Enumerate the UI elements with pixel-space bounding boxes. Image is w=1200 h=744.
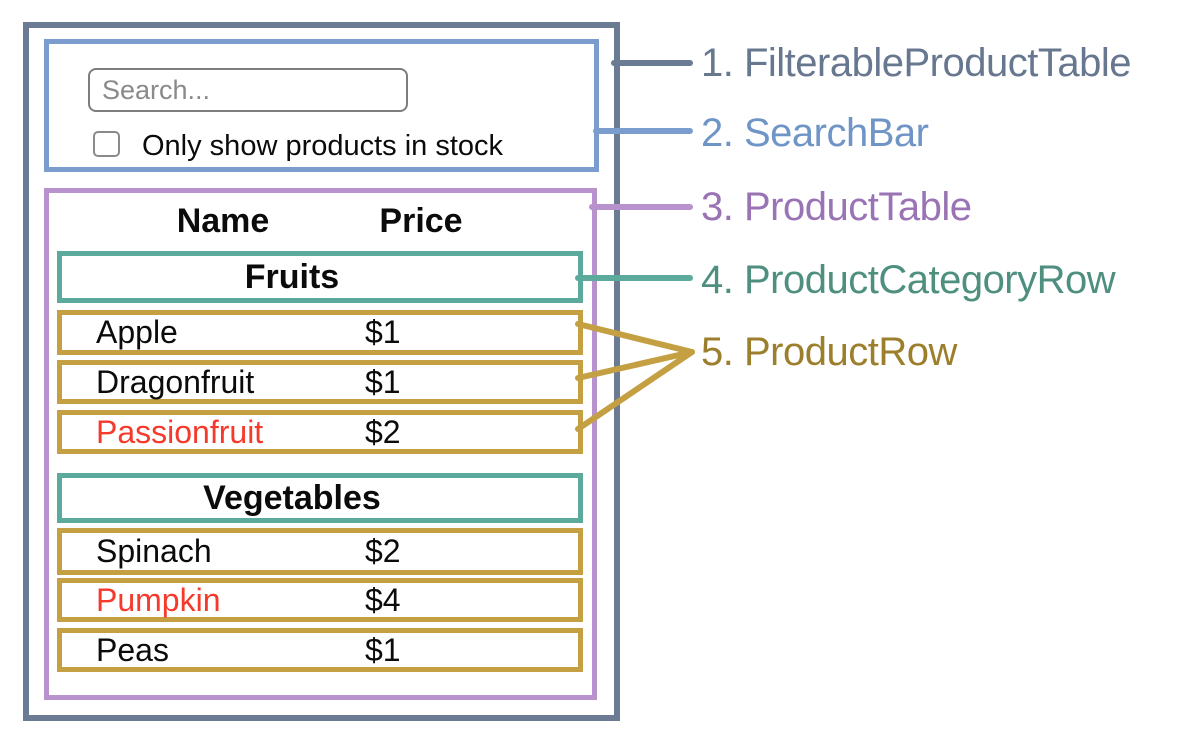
product-price: $2 bbox=[365, 413, 401, 450]
product-price: $2 bbox=[365, 533, 401, 569]
product-row: Apple $1 bbox=[57, 310, 583, 355]
in-stock-checkbox-label: Only show products in stock bbox=[142, 130, 504, 162]
column-header-price: Price bbox=[379, 202, 463, 240]
product-row: Passionfruit $2 bbox=[57, 410, 583, 454]
product-row: Peas $1 bbox=[57, 628, 583, 672]
product-name: Spinach bbox=[96, 533, 212, 569]
product-row: Spinach $2 bbox=[57, 528, 583, 575]
product-name: Dragonfruit bbox=[96, 363, 255, 400]
product-price: $4 bbox=[365, 581, 401, 618]
product-category-row: Fruits bbox=[57, 251, 583, 303]
product-price: $1 bbox=[365, 314, 401, 350]
product-row: Dragonfruit $1 bbox=[57, 360, 583, 404]
category-caption: Fruits bbox=[244, 257, 340, 296]
product-name-out-of-stock: Pumpkin bbox=[96, 581, 221, 618]
product-price: $1 bbox=[365, 631, 401, 668]
column-header-name: Name bbox=[176, 202, 270, 240]
legend-label-search-bar: 2. SearchBar bbox=[701, 111, 929, 155]
product-row: Pumpkin $4 bbox=[57, 578, 583, 622]
search-input[interactable] bbox=[88, 68, 408, 112]
legend-label-product-category-row: 4. ProductCategoryRow bbox=[701, 258, 1116, 302]
product-name-out-of-stock: Passionfruit bbox=[96, 413, 264, 450]
product-name: Apple bbox=[96, 314, 178, 350]
product-price: $1 bbox=[365, 363, 401, 400]
in-stock-checkbox[interactable] bbox=[93, 131, 120, 157]
product-name: Peas bbox=[96, 631, 169, 668]
product-category-row: Vegetables bbox=[57, 473, 583, 523]
legend-label-product-row: 5. ProductRow bbox=[701, 330, 957, 374]
legend-label-filterable-product-table: 1. FilterableProductTable bbox=[701, 41, 1131, 85]
category-caption: Vegetables bbox=[203, 478, 381, 517]
legend-label-product-table: 3. ProductTable bbox=[701, 185, 972, 229]
